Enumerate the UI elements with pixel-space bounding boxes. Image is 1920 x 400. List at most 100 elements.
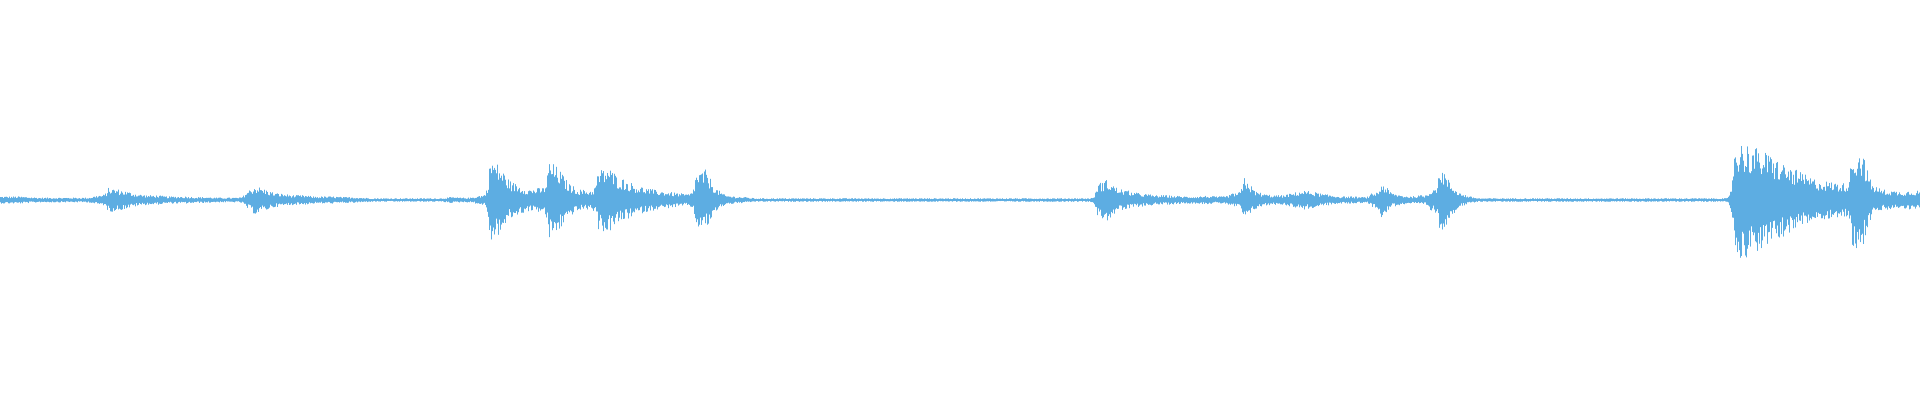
waveform-sample [414,198,415,202]
waveform-sample [1289,193,1290,207]
waveform-sample [1079,198,1080,202]
waveform-sample [271,193,272,206]
waveform-sample [866,198,867,202]
waveform-sample [404,198,405,202]
waveform-sample [833,198,834,201]
waveform-sample [845,198,846,202]
waveform-sample [240,197,241,203]
waveform-sample [747,197,748,202]
waveform-sample [1857,168,1858,232]
waveform-sample [264,189,265,207]
waveform-sample [144,195,145,204]
waveform-sample [1779,179,1780,238]
waveform-sample [1897,195,1898,207]
waveform-sample [1527,199,1528,202]
waveform-sample [1424,197,1425,203]
waveform-sample [1402,196,1403,203]
waveform-sample [220,197,221,202]
waveform-sample [315,196,316,202]
waveform-sample [326,197,327,203]
waveform-sample [104,195,105,204]
waveform-sample [1200,196,1201,203]
waveform-sample [1154,196,1155,204]
waveform-sample [572,191,573,215]
waveform-sample [1139,194,1140,206]
waveform-sample [1528,198,1529,202]
waveform-sample [763,198,764,202]
waveform-sample [371,199,372,202]
waveform-sample [335,198,336,202]
waveform-sample [1470,196,1471,203]
waveform-sample [1604,198,1605,202]
waveform-sample [427,198,428,201]
waveform-sample [1309,194,1310,208]
waveform-sample [1192,198,1193,204]
waveform-sample [1903,195,1904,206]
waveform-sample [1780,174,1781,223]
waveform-sample [1426,195,1427,205]
waveform-sample [1406,196,1407,204]
waveform-sample [1404,196,1405,205]
waveform-sample [472,197,473,202]
waveform-sample [26,197,27,202]
waveform-sample [1238,192,1239,205]
waveform-sample [115,192,116,210]
waveform-sample [94,196,95,204]
waveform-sample [38,198,39,202]
waveform-sample [1854,173,1855,227]
waveform-sample [413,198,414,202]
waveform-sample [883,198,884,202]
waveform-sample [1308,191,1309,209]
waveform-sample [302,195,303,204]
waveform-sample [930,199,931,202]
waveform-sample [442,198,443,201]
waveform-sample [1611,198,1612,202]
waveform-sample [578,194,579,210]
waveform-sample [386,198,387,202]
waveform-sample [1762,168,1763,241]
waveform-sample [0,197,1,203]
waveform-sample [831,199,832,201]
waveform-sample [1374,194,1375,205]
waveform-sample [187,198,188,204]
waveform-sample [7,197,8,203]
waveform-sample [485,195,486,205]
waveform-sample [15,196,16,203]
waveform-sample [111,192,112,212]
waveform-sample [684,195,685,203]
waveform-sample [1646,198,1647,202]
waveform-sample [494,167,495,235]
waveform-sample [1370,194,1371,203]
waveform-sample [146,195,147,205]
waveform-sample [1204,196,1205,204]
waveform-sample [109,191,110,208]
waveform-sample [306,196,307,204]
waveform-sample [1415,197,1416,203]
waveform-sample [936,198,937,201]
waveform-sample [468,197,469,202]
waveform-sample [909,198,910,202]
waveform-sample [101,196,102,204]
waveform-sample [380,198,381,202]
waveform-sample [285,195,286,205]
waveform-sample [1864,160,1865,220]
waveform-sample [542,188,543,210]
waveform-sample [133,194,134,206]
waveform-sample [1227,196,1228,204]
waveform-sample [781,198,782,202]
waveform-sample [1679,198,1680,202]
waveform-sample [1002,198,1003,201]
waveform-sample [8,197,9,204]
waveform-sample [889,199,890,202]
waveform-sample [1614,199,1615,202]
waveform-sample [1815,184,1816,219]
waveform-sample [961,199,962,202]
waveform-sample [1473,197,1474,202]
waveform-sample [1335,197,1336,204]
waveform-sample [681,193,682,204]
waveform-sample [613,184,614,222]
waveform-sample [235,197,236,202]
waveform-sample [398,198,399,202]
waveform-sample [1648,198,1649,202]
